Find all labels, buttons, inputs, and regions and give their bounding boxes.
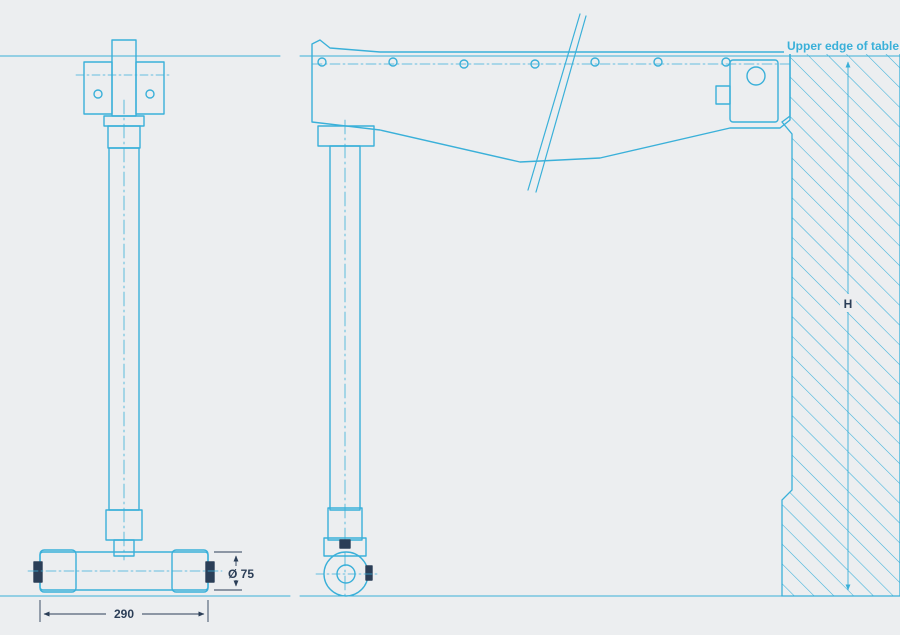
foot-right bbox=[205, 561, 215, 583]
width-dimension-label: 290 bbox=[114, 607, 134, 621]
arm-hole-4 bbox=[530, 59, 540, 69]
arm-hole-7 bbox=[721, 57, 731, 67]
diameter-dimension-label: Ø 75 bbox=[228, 567, 254, 581]
arm-hole-3 bbox=[459, 59, 469, 69]
side-view bbox=[299, 13, 900, 601]
side-clamp-block bbox=[729, 59, 779, 123]
side-clamp-screw bbox=[715, 85, 731, 105]
clamp-head-left bbox=[83, 61, 113, 115]
arm-hole-2 bbox=[388, 57, 398, 67]
foot-left bbox=[33, 561, 43, 583]
front-dimensions: 290 Ø 75 bbox=[39, 551, 256, 622]
bolt-hole-left bbox=[93, 89, 103, 99]
side-clamp-hole bbox=[746, 66, 766, 86]
upper-edge-callout: Upper edge of table bbox=[784, 38, 900, 54]
arm-hole-1 bbox=[317, 57, 327, 67]
front-view bbox=[0, 39, 291, 597]
arm-hole-6 bbox=[653, 57, 663, 67]
table-hatch bbox=[781, 51, 900, 597]
table-section: H bbox=[781, 51, 900, 597]
height-dimension-label: H bbox=[844, 297, 853, 311]
upper-edge-label: Upper edge of table bbox=[787, 39, 899, 53]
side-arm bbox=[311, 39, 791, 163]
bolt-hole-right bbox=[145, 89, 155, 99]
arm-hole-5 bbox=[590, 57, 600, 67]
clamp-head-right bbox=[135, 61, 165, 115]
